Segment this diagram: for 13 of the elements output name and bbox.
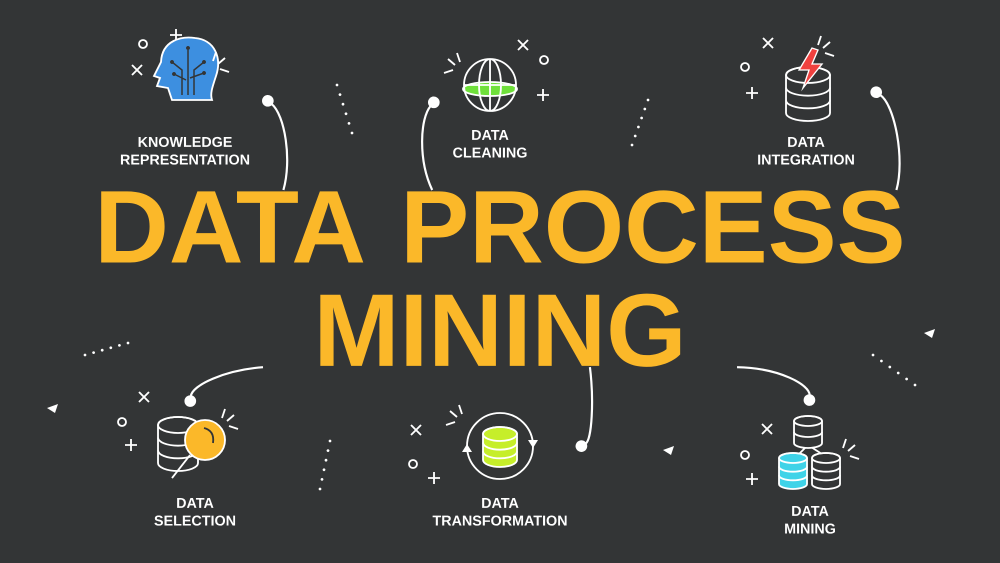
- step-label: DATA TRANSFORMATION: [432, 498, 567, 526]
- step-label: DATA MINING: [785, 506, 835, 534]
- step-label: KNOWLEDGE REPRESENTATION: [120, 136, 250, 165]
- connector-curve: [576, 367, 594, 452]
- title-text: DATA PROCESS MINING: [101, 190, 902, 367]
- step-label: DATA CLEANING: [453, 130, 527, 158]
- connector-curve: [184, 366, 264, 407]
- connector-curve: [262, 94, 288, 190]
- connector-curve: [421, 96, 440, 190]
- connector-curve: [870, 86, 901, 190]
- connector-curve: [736, 366, 816, 406]
- step-label: DATA INTEGRATION: [758, 137, 854, 165]
- step-label: DATA SELECTION: [154, 498, 236, 526]
